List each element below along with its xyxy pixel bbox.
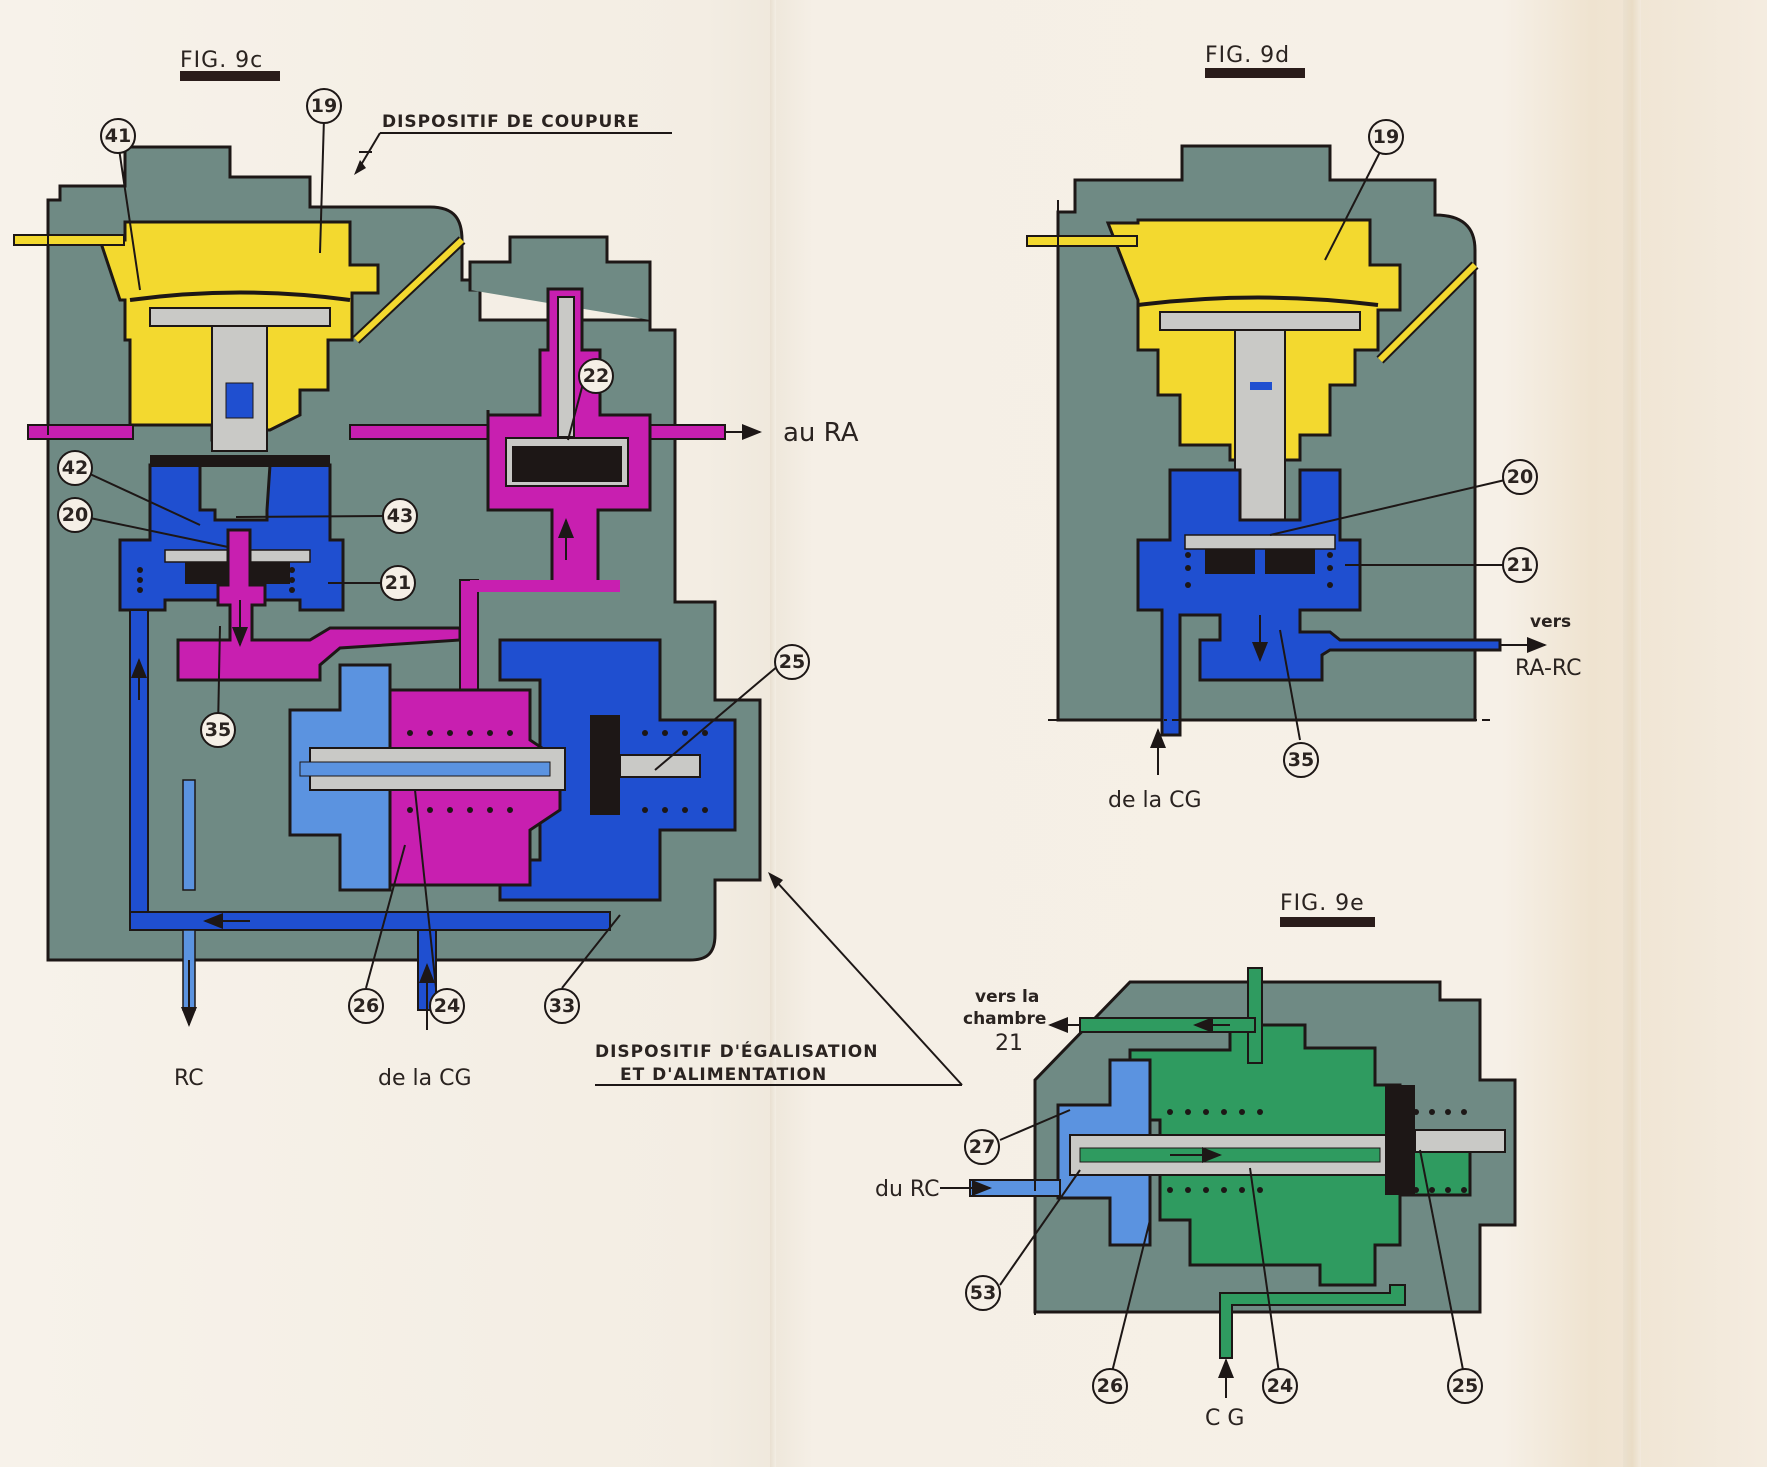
caption-cutoff-device: DISPOSITIF DE COUPURE	[382, 112, 640, 132]
title-underline	[1205, 68, 1305, 78]
valve-cap	[468, 235, 652, 320]
yellow-pipe	[13, 234, 125, 246]
spring-dots	[1167, 1109, 1467, 1193]
figure-title: FIG. 9d	[1205, 43, 1290, 68]
light-blue-pipe	[182, 779, 196, 891]
part-number: 19	[311, 95, 337, 117]
port-label-rc: RC	[174, 1066, 204, 1091]
valve-seal	[512, 446, 622, 482]
port-label-de-la-cg: de la CG	[1108, 788, 1202, 813]
part-number: 22	[583, 365, 609, 387]
part-number: 25	[1452, 1375, 1478, 1397]
caption-equalizer-line2: ET D'ALIMENTATION	[620, 1065, 827, 1085]
magenta-pipe	[470, 580, 620, 592]
valve-plate	[1184, 534, 1336, 550]
spring-dots	[1185, 552, 1333, 588]
part-number: 20	[1507, 466, 1533, 488]
part-number: 35	[1288, 749, 1314, 771]
piston-rod	[1414, 1129, 1506, 1153]
part-number: 27	[969, 1136, 995, 1158]
magenta-pipe	[27, 424, 134, 440]
part-number: 35	[205, 719, 231, 741]
piston-plate	[149, 307, 331, 327]
part-number-badges: 27 53 26 24 25	[964, 1129, 1483, 1404]
page-fold	[770, 0, 776, 1467]
magenta-chamber	[176, 528, 462, 682]
part-number: 43	[387, 505, 413, 527]
blue-pipe	[129, 911, 611, 931]
arrow-icon	[354, 160, 366, 175]
rod-channel	[225, 382, 254, 419]
arrow-icon	[768, 872, 783, 889]
port-label-de-la-cg: de la CG	[378, 1066, 472, 1091]
figure-9c: FIG. 9c	[13, 48, 963, 1091]
part-number: 53	[970, 1282, 996, 1304]
port-label-21: 21	[995, 1031, 1023, 1056]
port-label-vers: vers	[1530, 612, 1571, 632]
part-number: 19	[1373, 126, 1399, 148]
green-pipe	[1219, 1284, 1406, 1359]
piston-25	[1385, 1085, 1415, 1195]
part-number: 33	[549, 995, 575, 1017]
title-underline	[1280, 917, 1375, 927]
title-underline	[180, 71, 280, 81]
rod-channel	[1079, 1147, 1381, 1163]
page-fold	[1623, 0, 1641, 1467]
port-label-du-rc: du RC	[875, 1177, 939, 1202]
magenta-pipe	[459, 579, 479, 691]
spring-dots	[137, 567, 708, 813]
part-number: 20	[62, 504, 88, 526]
part-callouts	[1269, 147, 1506, 741]
yellow-pipe	[1026, 235, 1138, 247]
part-number-badges: 41 19 22 42 20 43 21 35 25 26 24 33	[57, 88, 810, 1024]
rod-channel	[299, 761, 551, 777]
part-callouts	[89, 117, 963, 1086]
part-number: 41	[105, 125, 131, 147]
part-number: 21	[385, 572, 411, 594]
part-number-badges: 19 20 21 35	[1283, 119, 1538, 778]
magenta-pipe	[639, 424, 726, 440]
rod-channel	[1250, 382, 1272, 390]
piston-rod	[1234, 329, 1286, 531]
yellow-pipe	[1377, 262, 1478, 363]
magenta-pipe	[349, 424, 491, 440]
part-number: 26	[353, 995, 379, 1017]
port-label-cg: C G	[1205, 1406, 1244, 1431]
piston-plate	[1159, 311, 1361, 331]
figure-9e: FIG. 9e	[875, 891, 1517, 1431]
figure-title: FIG. 9e	[1280, 891, 1365, 916]
caption-equalizer-line1: DISPOSITIF D'ÉGALISATION	[595, 1040, 879, 1062]
port-label-vers-la: vers la	[975, 987, 1039, 1007]
port-label-au-ra: au RA	[783, 418, 859, 448]
port-label-chambre: chambre	[963, 1009, 1046, 1029]
piston-25	[590, 715, 620, 815]
valve-seal	[1205, 549, 1255, 574]
part-number: 42	[62, 457, 88, 479]
port-label-ra-rc: RA-RC	[1515, 656, 1581, 681]
part-callouts	[999, 1109, 1466, 1381]
diaphragm	[1137, 295, 1379, 307]
valve-stem	[557, 296, 575, 438]
part-number: 24	[434, 995, 460, 1017]
figure-9d: FIG. 9d 19	[1026, 43, 1581, 813]
blue-pipe	[129, 609, 149, 931]
figure-title: FIG. 9c	[180, 48, 263, 73]
valve-seal	[1265, 549, 1315, 574]
part-number: 25	[779, 651, 805, 673]
part-number: 24	[1267, 1375, 1293, 1397]
part-number: 21	[1507, 554, 1533, 576]
diaphragm	[129, 290, 351, 302]
part-number: 26	[1097, 1375, 1123, 1397]
green-pipe	[1247, 967, 1263, 1064]
yellow-pipe	[353, 237, 465, 343]
seal	[150, 455, 330, 467]
